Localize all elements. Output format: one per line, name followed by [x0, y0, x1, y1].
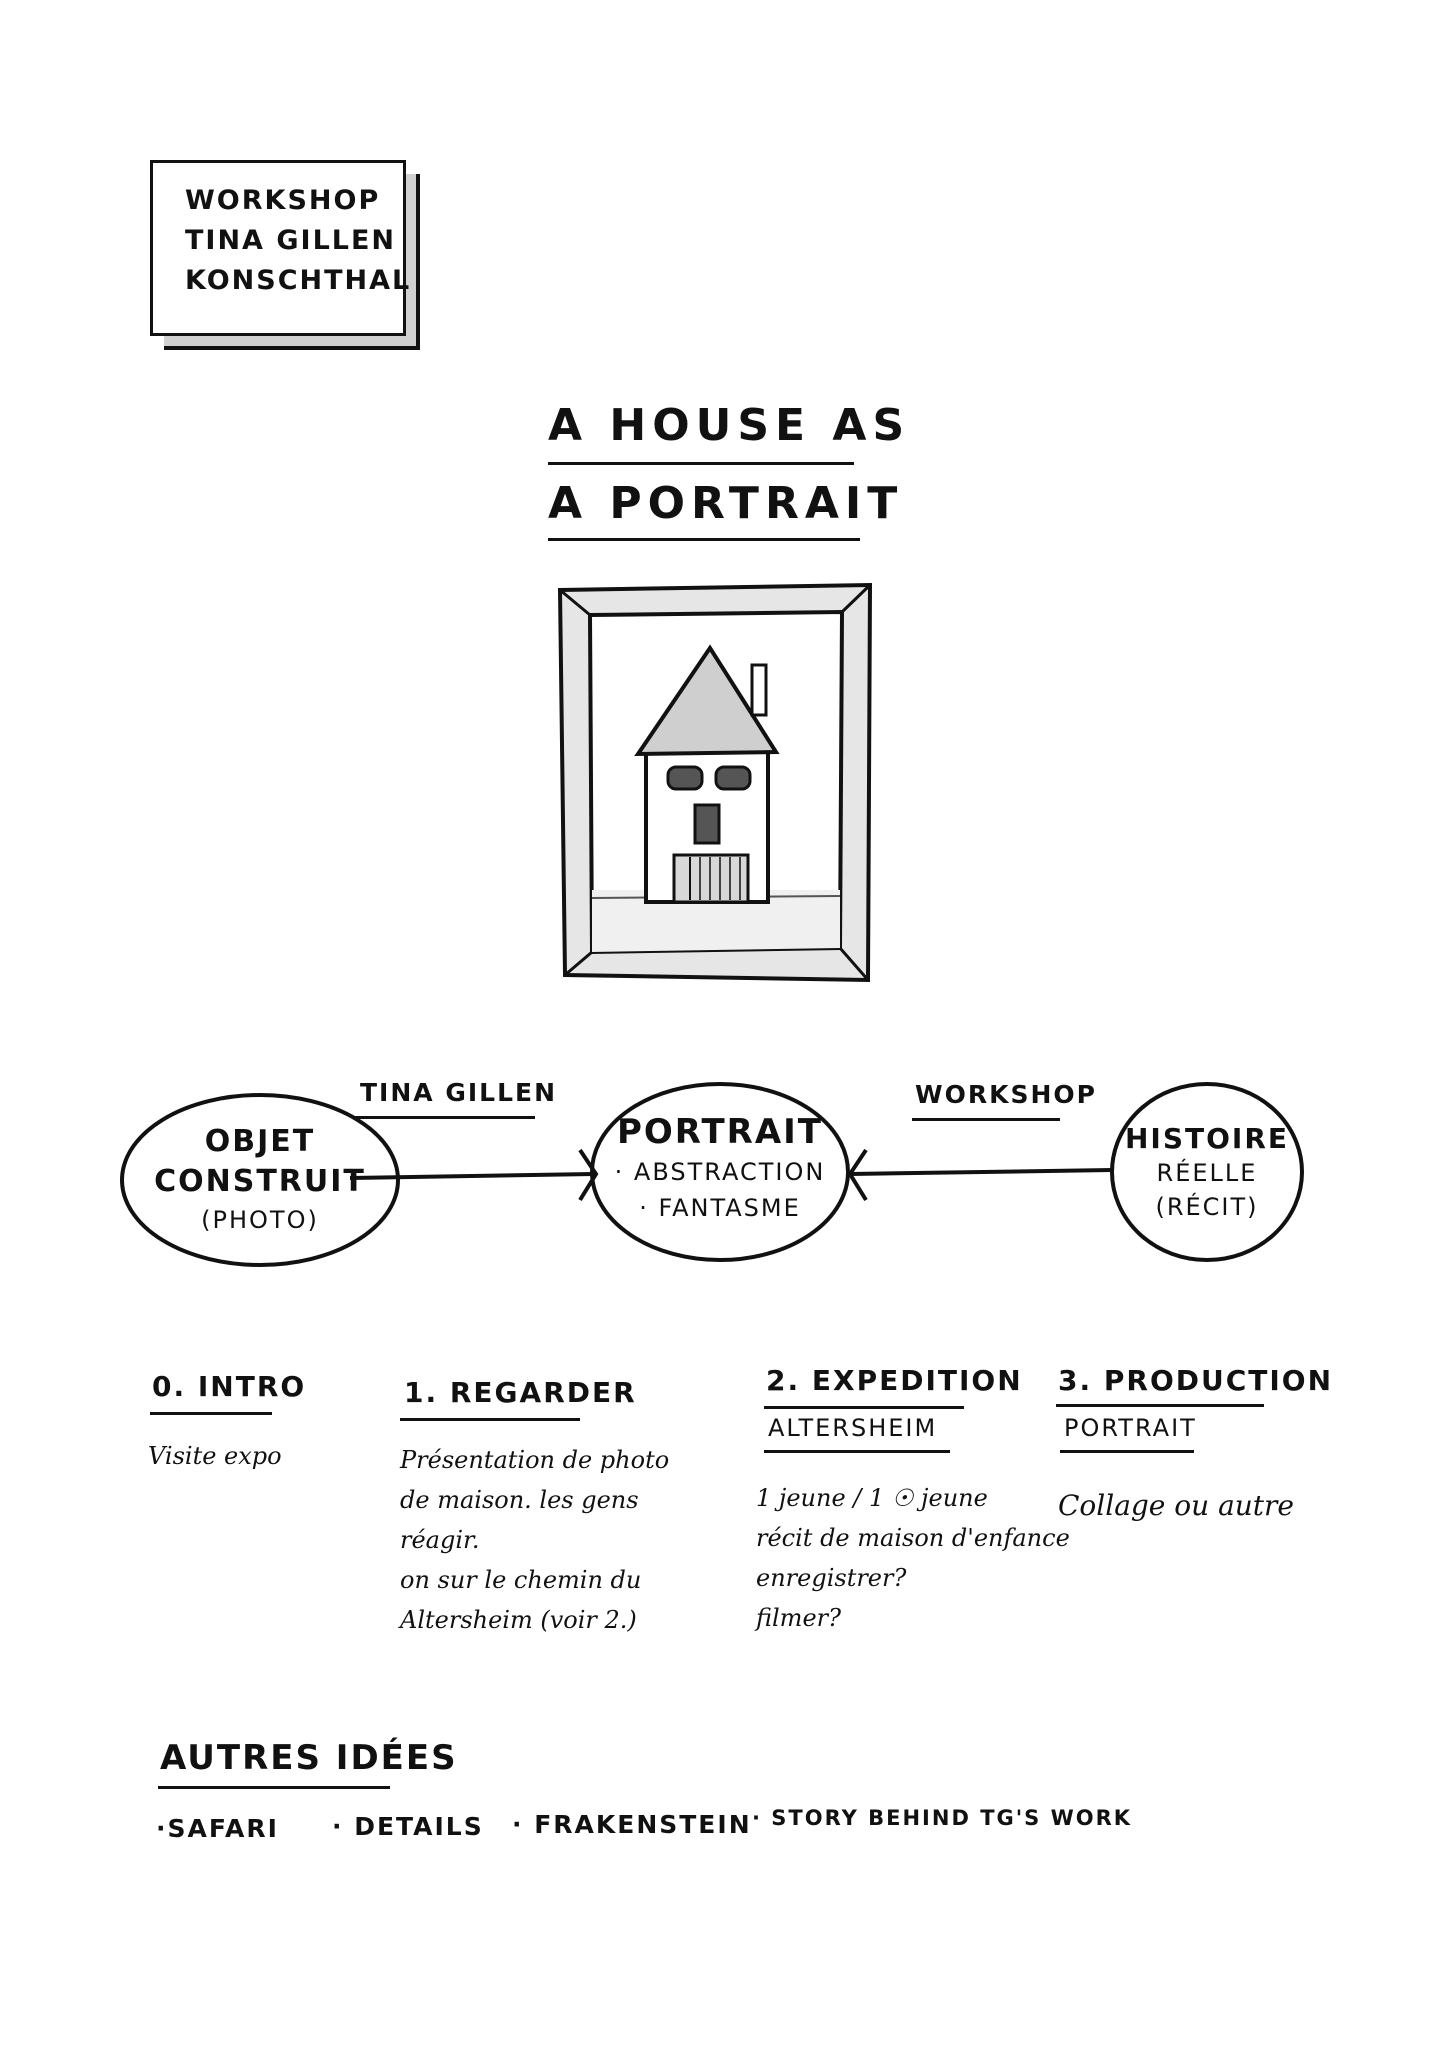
house-roof [634, 644, 780, 757]
header-line-venue: KONSCHTHAL [185, 265, 412, 296]
step-1-text-line: Altersheim (voir 2.) [400, 1606, 637, 1634]
node-portrait-title: PORTRAIT [616, 1112, 823, 1152]
edge-label-underline-left [355, 1116, 535, 1119]
node-histoire-title: HISTOIRE [1124, 1122, 1290, 1155]
house-window-center [693, 803, 721, 845]
arrowhead-left [578, 1148, 599, 1202]
node-histoire-sub-2: (RÉCIT) [1155, 1193, 1259, 1221]
header-line-artist: TINA GILLEN [185, 225, 397, 256]
house-window-left [666, 765, 704, 791]
step-1-text: Présentation de photo de maison. les gen… [400, 1440, 669, 1640]
ideas-heading-underline [158, 1786, 390, 1789]
step-3-text-line: Collage ou autre [1058, 1489, 1295, 1522]
step-2-text-line: 1 jeune / 1 ☉ jeune [756, 1484, 988, 1512]
step-1-heading: 1. REGARDER [404, 1376, 637, 1409]
idea-details: · DETAILS [332, 1812, 484, 1841]
header-box: WORKSHOP TINA GILLEN KONSCHTHAL [150, 160, 412, 336]
node-objet-circle [120, 1093, 400, 1267]
step-2-text-line: récit de maison d'enfance [756, 1524, 1070, 1552]
step-0-text-line: Visite expo [148, 1442, 282, 1470]
step-0-heading: 0. INTRO [152, 1370, 307, 1403]
ideas-heading: AUTRES IDÉES [160, 1738, 458, 1778]
idea-story-behind: · STORY BEHIND TG's WORK [752, 1806, 1133, 1830]
step-2-sub-underline [764, 1450, 950, 1453]
title-line-2: A PORTRAIT [548, 478, 904, 529]
step-3-heading: 3. PRODUCTION [1058, 1364, 1334, 1397]
step-1-text-line: Présentation de photo [400, 1446, 670, 1474]
title-underline-1 [548, 462, 854, 465]
node-objet: OBJET CONSTRUIT (PHOTO) [130, 1122, 390, 1234]
node-histoire: HISTOIRE RÉELLE (RÉCIT) [1110, 1122, 1304, 1221]
idea-frakenstein: · FRAKENSTEIN [512, 1810, 752, 1839]
edge-arrow-right [849, 1168, 1113, 1176]
step-3-underline [1056, 1404, 1264, 1407]
step-3-text: Collage ou autre [1058, 1486, 1294, 1526]
node-objet-sub: (PHOTO) [201, 1206, 319, 1234]
step-2-underline [764, 1406, 964, 1409]
step-0-underline [150, 1412, 272, 1415]
step-2-heading: 2. EXPEDITION [766, 1364, 1023, 1397]
concept-diagram [120, 1082, 1304, 1267]
house-door [672, 853, 750, 904]
node-portrait-item-2: · FANTASME [639, 1194, 801, 1222]
node-portrait: PORTRAIT · ABSTRACTION · FANTASME [600, 1112, 840, 1222]
arrowhead-right [847, 1148, 868, 1202]
edge-label-underline-right [912, 1118, 1060, 1121]
idea-safari: ·SAFARI [156, 1814, 279, 1843]
header-line-workshop: WORKSHOP [185, 185, 381, 216]
edge-label-workshop: WORKSHOP [915, 1080, 1097, 1109]
node-portrait-circle [590, 1082, 850, 1262]
step-2-sub: ALTERSHEIM [768, 1414, 938, 1442]
step-3-sub: PORTRAIT [1064, 1414, 1197, 1442]
step-1-underline [400, 1418, 580, 1421]
house-window-right [714, 765, 752, 791]
step-2-text: 1 jeune / 1 ☉ jeune récit de maison d'en… [756, 1478, 1070, 1638]
step-3-sub-underline [1060, 1450, 1194, 1453]
edge-label-tina-gillen: TINA GILLEN [360, 1078, 558, 1107]
node-portrait-item-1: · ABSTRACTION [614, 1158, 826, 1186]
title-line-1: A HOUSE AS [548, 400, 911, 451]
step-1-text-line: de maison. les gens [400, 1486, 639, 1514]
title-underline-2 [548, 538, 860, 541]
step-2-text-line: enregistrer? [756, 1564, 907, 1592]
step-0-text: Visite expo [148, 1436, 282, 1476]
framed-house-drawing [557, 582, 873, 983]
node-objet-title: OBJET CONSTRUIT [154, 1124, 366, 1199]
step-1-text-line: on sur le chemin du [400, 1566, 642, 1594]
step-1-text-line: réagir. [400, 1526, 480, 1554]
edge-arrow-left [349, 1172, 595, 1180]
step-2-text-line: filmer? [756, 1604, 841, 1632]
house-chimney [750, 663, 768, 717]
node-histoire-sub-1: RÉELLE [1156, 1159, 1258, 1187]
